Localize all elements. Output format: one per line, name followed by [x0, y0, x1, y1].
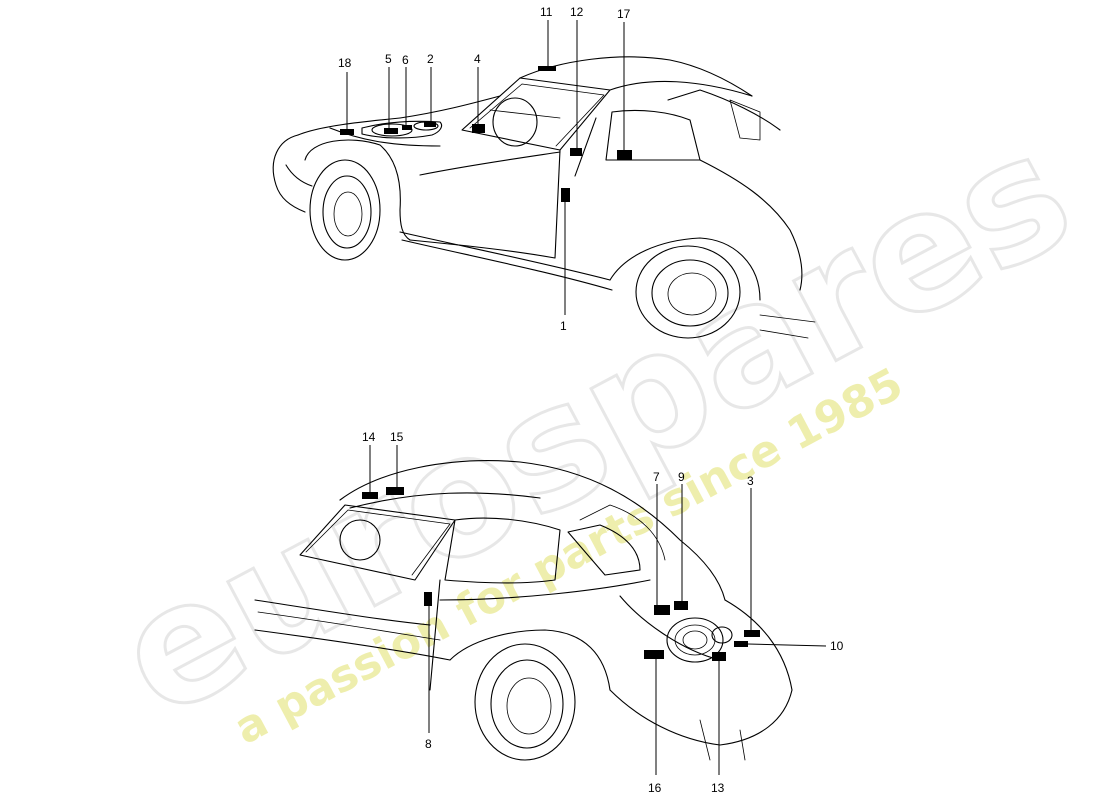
callout-15: 15: [390, 430, 404, 444]
label-marker-14: [362, 492, 378, 499]
label-marker-2: [424, 122, 436, 127]
label-markers: [340, 66, 760, 661]
callout-5: 5: [385, 52, 392, 66]
leader-lines: [346, 20, 827, 775]
label-marker-4: [472, 124, 485, 133]
callout-16: 16: [648, 781, 662, 795]
label-marker-16: [644, 650, 664, 659]
callout-9: 9: [678, 470, 685, 484]
label-marker-3: [744, 630, 760, 637]
label-marker-12: [570, 148, 582, 156]
callout-11: 11: [540, 5, 553, 19]
label-marker-11: [538, 66, 556, 71]
label-marker-9: [674, 601, 688, 610]
label-marker-18: [340, 129, 354, 135]
label-marker-15: [386, 487, 404, 495]
callout-12: 12: [570, 5, 584, 19]
callout-10: 10: [830, 639, 844, 653]
callout-7: 7: [653, 470, 660, 484]
lower-car-drawing: [254, 460, 793, 761]
callout-6: 6: [402, 53, 409, 67]
label-marker-6: [402, 125, 412, 130]
callout-2: 2: [427, 52, 434, 66]
callout-1: 1: [560, 319, 567, 333]
watermark: eurospares a passion for parts since 198…: [87, 94, 1100, 756]
watermark-brand: eurospares: [88, 95, 1099, 754]
label-marker-10: [734, 641, 748, 647]
callout-18: 18: [338, 56, 352, 70]
callout-4: 4: [474, 52, 481, 66]
label-marker-1: [561, 188, 570, 202]
label-marker-17: [617, 150, 632, 160]
callout-8: 8: [425, 737, 432, 751]
label-marker-7: [654, 605, 670, 615]
label-marker-5: [384, 128, 398, 134]
callout-14: 14: [362, 430, 376, 444]
label-marker-13: [712, 652, 726, 661]
callout-numbers: 18 5 6 2 4 11 12 17 1 14 15 8 7 9 3 10 1…: [338, 5, 844, 795]
callout-3: 3: [747, 474, 754, 488]
callout-17: 17: [617, 7, 631, 21]
callout-13: 13: [711, 781, 725, 795]
label-marker-8: [424, 592, 432, 606]
